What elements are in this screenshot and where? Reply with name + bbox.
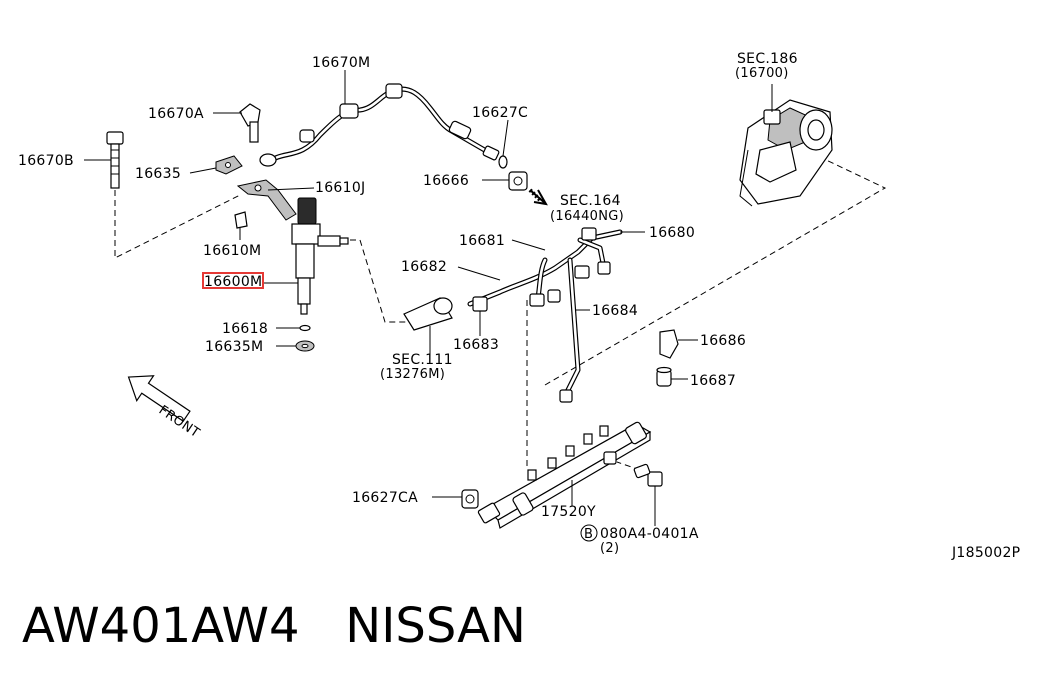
label-16670B[interactable]: 16670B bbox=[18, 153, 74, 169]
label-sec164[interactable]: SEC.164 bbox=[560, 193, 621, 209]
label-sec164-ref: (16440NG) bbox=[550, 209, 624, 224]
label-16670M[interactable]: 16670M bbox=[312, 55, 370, 71]
label-16635[interactable]: 16635 bbox=[135, 166, 181, 182]
label-16627CA[interactable]: 16627CA bbox=[352, 490, 418, 506]
label-16680[interactable]: 16680 bbox=[649, 225, 695, 241]
part-footer: AW401AW4 NISSAN bbox=[22, 596, 526, 656]
label-sec186[interactable]: SEC.186 bbox=[737, 51, 798, 67]
washer-16627C bbox=[498, 155, 508, 169]
nut-16666 bbox=[508, 171, 528, 191]
bolt-marker-circle bbox=[580, 524, 598, 542]
label-080A4-0401A[interactable]: 080A4-0401A bbox=[600, 526, 699, 542]
brand-name: NISSAN bbox=[345, 598, 526, 654]
label-16627C[interactable]: 16627C bbox=[472, 105, 528, 121]
label-sec111-ref: (13276M) bbox=[380, 367, 445, 382]
label-16635M[interactable]: 16635M bbox=[205, 339, 263, 355]
leader-lines bbox=[84, 70, 698, 526]
fuel-pump-sec186 bbox=[739, 84, 833, 207]
label-16687[interactable]: 16687 bbox=[690, 373, 736, 389]
connector-ring bbox=[259, 153, 277, 167]
bolt-16670B bbox=[106, 131, 124, 189]
part-16610M bbox=[234, 211, 248, 229]
label-16610M[interactable]: 16610M bbox=[203, 243, 261, 259]
label-16684[interactable]: 16684 bbox=[592, 303, 638, 319]
parts-diagram: 16670M 16670A 16670B 16635 16610J 16610M… bbox=[18, 51, 1020, 561]
arrow-sec164 bbox=[528, 188, 548, 206]
clip-16686 bbox=[659, 329, 679, 359]
label-16610J[interactable]: 16610J bbox=[315, 180, 365, 196]
sensor-16627CA bbox=[461, 489, 479, 509]
label-16670A[interactable]: 16670A bbox=[148, 106, 204, 122]
washer-16618 bbox=[299, 324, 311, 332]
label-bolt-qty: (2) bbox=[600, 541, 619, 556]
bracket-16610J bbox=[236, 179, 297, 221]
drawing-code: J185002P bbox=[951, 545, 1020, 561]
fuel-rail-17520Y bbox=[477, 421, 652, 529]
label-16682[interactable]: 16682 bbox=[401, 259, 447, 275]
label-sec186-ref: (16700) bbox=[735, 66, 789, 81]
label-16681[interactable]: 16681 bbox=[459, 233, 505, 249]
hose-sec111 bbox=[403, 297, 453, 331]
part-number: AW401AW4 bbox=[22, 598, 300, 654]
label-16686[interactable]: 16686 bbox=[700, 333, 746, 349]
assembly-dashed-lines bbox=[114, 157, 887, 471]
sleeve-16687 bbox=[656, 366, 672, 387]
label-16600M[interactable]: 16600M bbox=[204, 274, 262, 290]
clamp-16635 bbox=[215, 155, 243, 175]
label-16683[interactable]: 16683 bbox=[453, 337, 499, 353]
label-17520Y[interactable]: 17520Y bbox=[541, 504, 596, 520]
front-arrow bbox=[127, 375, 191, 422]
bolt-080A4-0401A bbox=[633, 463, 663, 487]
label-16618[interactable]: 16618 bbox=[222, 321, 268, 337]
injector-16600M bbox=[291, 197, 349, 315]
seal-16635M bbox=[295, 340, 315, 352]
label-sec111[interactable]: SEC.111 bbox=[392, 352, 453, 368]
leak-off-hose-16670M bbox=[265, 83, 500, 165]
label-16666[interactable]: 16666 bbox=[423, 173, 469, 189]
bolt-marker-letter: B bbox=[584, 527, 593, 542]
part-labels: 16670M 16670A 16670B 16635 16610J 16610M… bbox=[18, 51, 1020, 561]
fuel-pipe-assembly bbox=[467, 227, 623, 403]
highlight-box bbox=[202, 272, 264, 289]
connector-16670A bbox=[239, 103, 261, 143]
